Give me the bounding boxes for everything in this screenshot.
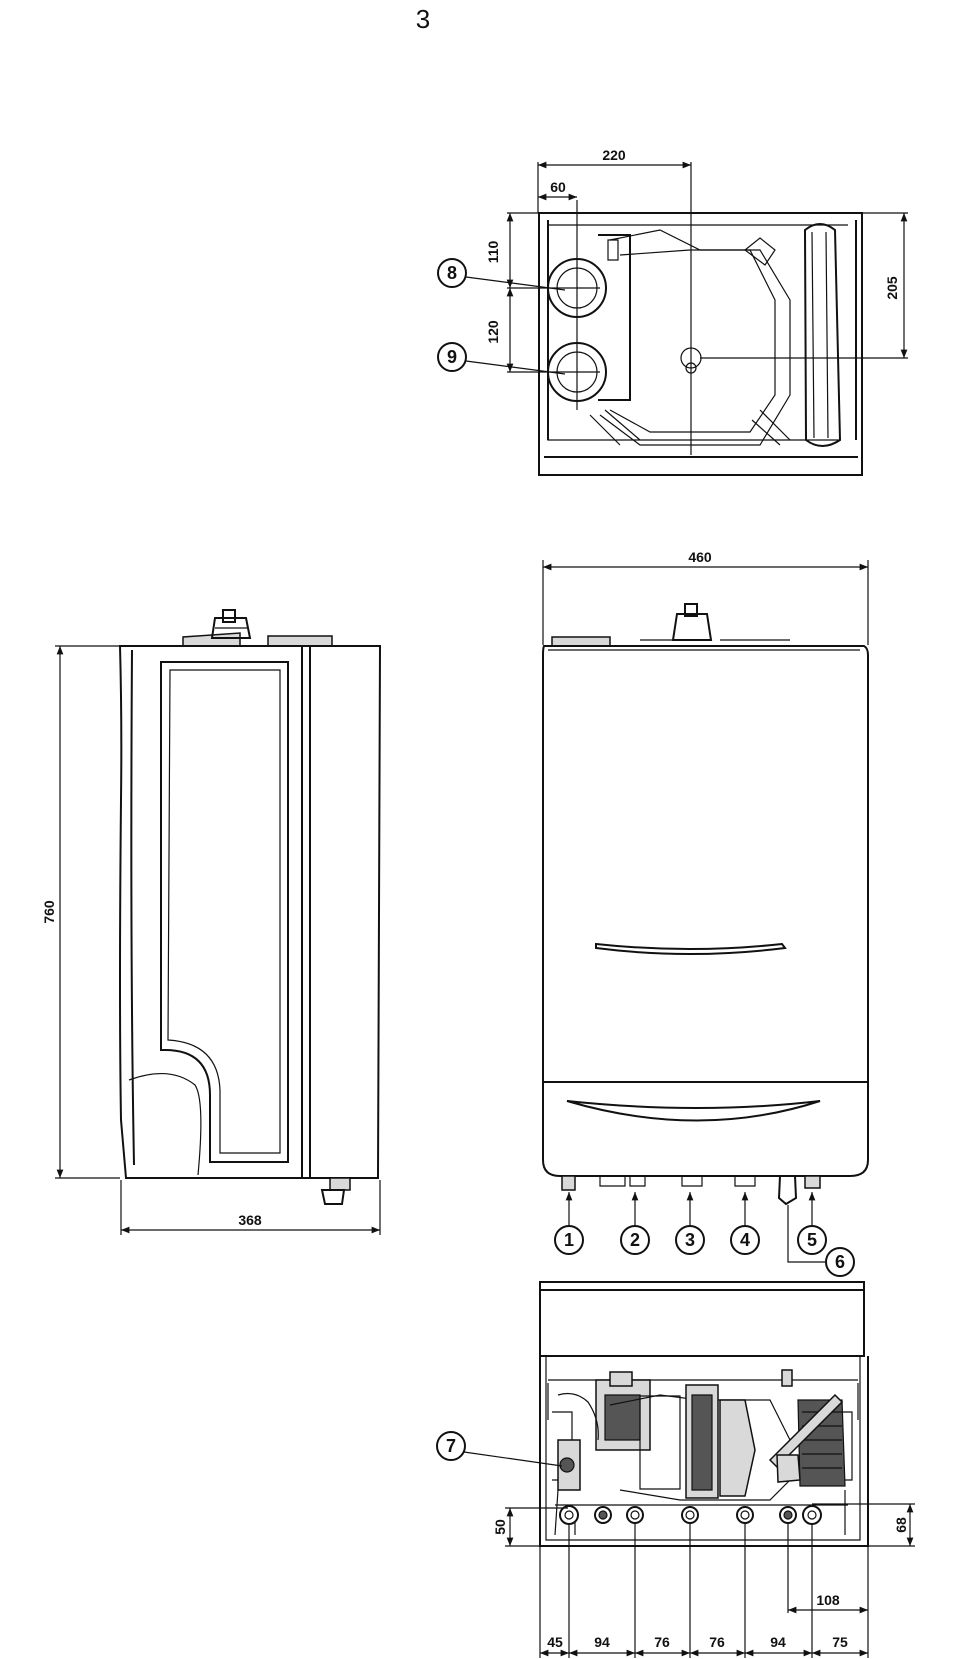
svg-text:3: 3: [685, 1230, 695, 1250]
svg-text:8: 8: [447, 263, 457, 283]
dim-760: 760: [41, 900, 57, 924]
dim-94-left: 94: [594, 1634, 610, 1650]
dim-220: 220: [602, 147, 626, 163]
dim-205: 205: [884, 276, 900, 300]
svg-text:2: 2: [630, 1230, 640, 1250]
dim-76-left: 76: [654, 1634, 670, 1650]
svg-text:7: 7: [446, 1436, 456, 1456]
callout-7: 7: [436, 1431, 563, 1467]
svg-text:4: 4: [740, 1230, 750, 1250]
svg-text:1: 1: [564, 1230, 574, 1250]
dim-108: 108: [816, 1592, 840, 1608]
dim-76-right: 76: [709, 1634, 725, 1650]
callout-8: 8: [437, 258, 566, 291]
callout-2: 2: [620, 1225, 650, 1255]
callout-5: 5: [797, 1225, 827, 1255]
dim-368: 368: [238, 1212, 262, 1228]
dim-460: 460: [688, 549, 712, 565]
dim-60: 60: [550, 179, 566, 195]
callout-3: 3: [675, 1225, 705, 1255]
dim-50: 50: [492, 1519, 508, 1535]
front-view: 460 1 2 3 4 5 6: [542, 549, 869, 1277]
top-view: 220 60 110 120 205 8 9: [437, 147, 908, 476]
svg-text:9: 9: [447, 347, 457, 367]
bottom-view: 50 68 108 45 94 76 76 94 75 7: [436, 1281, 915, 1658]
figure-number: 3: [416, 4, 430, 34]
dim-75: 75: [832, 1634, 848, 1650]
svg-text:5: 5: [807, 1230, 817, 1250]
dim-94-right: 94: [770, 1634, 786, 1650]
dim-68: 68: [893, 1517, 909, 1533]
dim-110: 110: [485, 240, 501, 263]
dim-120: 120: [485, 320, 501, 344]
callout-1: 1: [554, 1225, 584, 1255]
side-view: 760 368: [41, 609, 382, 1235]
callout-6: 6: [825, 1247, 855, 1277]
svg-text:6: 6: [835, 1252, 845, 1272]
dim-45: 45: [547, 1634, 563, 1650]
callout-4: 4: [730, 1225, 760, 1255]
callout-9: 9: [437, 342, 566, 375]
